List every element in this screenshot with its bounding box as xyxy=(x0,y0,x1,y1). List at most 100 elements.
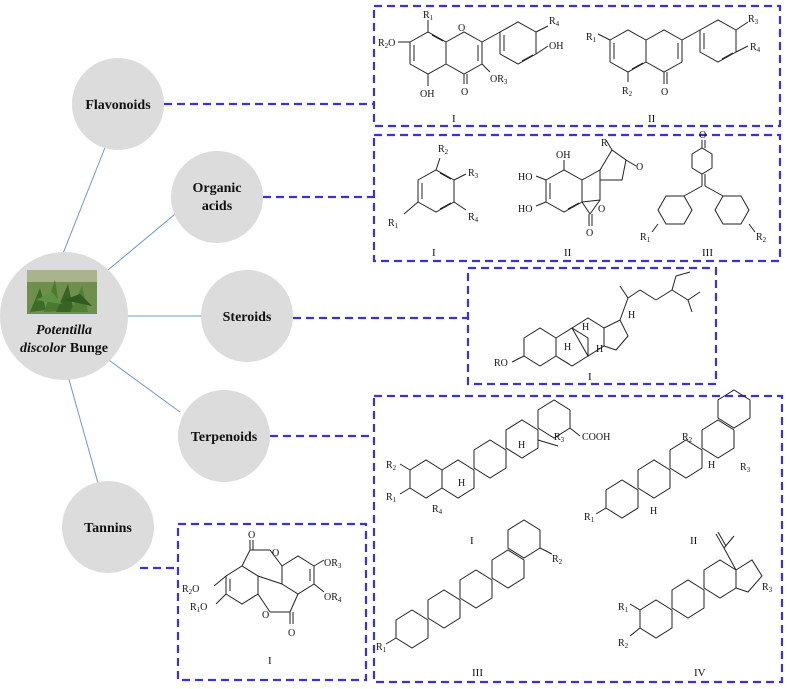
tp2-numeral: II xyxy=(690,535,698,547)
terpenoid-structure-1: R3 R2 R1 R4 H H COOH I xyxy=(386,399,610,547)
oa3-numeral: III xyxy=(702,247,713,259)
fl1-or3: OR3 xyxy=(490,74,508,86)
flavonoids-label: Flavonoids xyxy=(85,98,151,113)
terpenoid-structure-3: R1 R2 III xyxy=(376,519,563,679)
steroids-box xyxy=(466,266,718,386)
fl1-numeral: I xyxy=(452,113,456,125)
tp2-r3: R3 xyxy=(740,462,751,474)
fl1-r1: R1 xyxy=(423,10,434,22)
terpenoids-box xyxy=(372,394,784,684)
tp4-r2: R2 xyxy=(618,638,629,650)
tp4-numeral: IV xyxy=(694,667,706,679)
organic-acid-structure-2: OH HO HO R O O O II xyxy=(518,138,643,259)
branch-organic-acids xyxy=(107,209,181,271)
flavonoid-structure-2: R1 R2 O R3 R4 II xyxy=(586,14,761,125)
center-title-italic: discolor xyxy=(20,341,66,356)
fl2-numeral: II xyxy=(648,113,656,125)
tn-o-carbonyl-top: O xyxy=(248,530,255,541)
tn-r2o: R2O xyxy=(182,584,199,596)
center-title-plain: Bunge xyxy=(70,341,108,356)
tp2-h1: H xyxy=(650,506,657,517)
oa2-numeral: II xyxy=(564,247,572,259)
fl1-oh-right: OH xyxy=(549,41,563,52)
fl2-r4: R4 xyxy=(750,42,761,54)
bubble-terpenoids: Terpenoids xyxy=(178,390,270,482)
tannins-box xyxy=(176,522,368,682)
flavonoid-structure-1: R1 R2O O R4 OH OH O OR3 I xyxy=(378,10,563,125)
terpenoid-structure-2: R2 R3 R1 H H II xyxy=(584,389,751,547)
bubble-tannins: Tannins xyxy=(62,481,154,573)
oa3-o: O xyxy=(699,130,706,141)
tp1-r4: R4 xyxy=(432,504,443,516)
tp4-r1: R1 xyxy=(618,602,629,614)
tp1-r2: R2 xyxy=(386,460,397,472)
st-ro: RO xyxy=(494,358,508,369)
tp4-r3: R3 xyxy=(762,582,773,594)
terpenoid-structure-4: R1 R2 R3 IV xyxy=(618,531,773,679)
fl2-r2: R2 xyxy=(622,86,633,98)
organic-acids-label-1: Organic xyxy=(193,181,242,196)
tp1-r1: R1 xyxy=(386,492,397,504)
oa2-ho-low: HO xyxy=(518,204,532,215)
tp3-numeral: III xyxy=(472,667,483,679)
fl1-ketone: O xyxy=(461,87,468,98)
center-title-2: discolor Bunge xyxy=(20,341,108,356)
oa2-ho-mid: HO xyxy=(518,172,532,183)
fl2-r3: R3 xyxy=(748,14,759,26)
oa2-o-carbonyl: O xyxy=(586,228,593,239)
tn-numeral: I xyxy=(268,655,272,667)
tannin-structure-1: O O O O OR3 OR4 R2O R1O I xyxy=(182,530,342,667)
tn-o-carbonyl-bottom: O xyxy=(288,628,295,639)
tp1-h1: H xyxy=(458,478,465,489)
fl1-oh-bottom: OH xyxy=(420,89,434,100)
tp1-h2: H xyxy=(518,440,525,451)
oa2-r: R xyxy=(601,138,608,149)
flavonoids-box xyxy=(372,4,782,128)
fl1-r4: R4 xyxy=(549,16,560,28)
tp3-r1: R1 xyxy=(376,642,387,654)
bubble-flavonoids: Flavonoids xyxy=(72,58,164,150)
oa1-r2: R2 xyxy=(438,144,449,156)
branch-lines xyxy=(61,139,204,491)
center-bubble: Potentilla discolor Bunge xyxy=(0,252,128,380)
tp1-numeral: I xyxy=(470,535,474,547)
st-h2: H xyxy=(596,344,603,355)
st-h3: H xyxy=(582,322,589,333)
tn-o-ring-bottom: O xyxy=(262,610,269,621)
branch-flavonoids xyxy=(61,139,109,257)
tp2-r2: R2 xyxy=(682,432,693,444)
oa2-o-ring: O xyxy=(598,204,605,215)
organic-acid-structure-3: O R1 R2 III xyxy=(640,130,767,259)
branch-tannins xyxy=(67,375,101,491)
tn-o-ring-top: O xyxy=(272,548,279,559)
oa3-r1: R1 xyxy=(640,232,651,244)
fl2-ketone: O xyxy=(661,87,668,98)
plant-photo-icon xyxy=(27,270,97,314)
organic-acids-label-2: acids xyxy=(202,199,233,214)
steroid-structure-1: RO H H H H I xyxy=(494,271,701,383)
tp2-r1: R1 xyxy=(584,512,595,524)
branch-terpenoids xyxy=(105,357,181,413)
oa2-oh-top: OH xyxy=(556,150,570,161)
oa1-r4: R4 xyxy=(468,212,479,224)
bubble-organic-acids: Organic acids xyxy=(171,151,263,243)
tp2-h2: H xyxy=(708,460,715,471)
steroids-label: Steroids xyxy=(223,310,272,325)
st-numeral: I xyxy=(588,371,592,383)
oa2-o-ketone: O xyxy=(636,162,643,173)
connectors xyxy=(140,102,468,570)
terpenoids-label: Terpenoids xyxy=(191,430,258,445)
fl1-r2o: R2O xyxy=(378,38,395,50)
oa1-r1: R1 xyxy=(388,218,399,230)
st-h4: H xyxy=(628,310,635,321)
tp3-r2: R2 xyxy=(552,554,563,566)
st-h1: H xyxy=(564,342,571,353)
oa3-r2: R2 xyxy=(756,232,767,244)
tn-or4: OR4 xyxy=(324,592,342,604)
center-title-1: Potentilla xyxy=(36,323,92,338)
tp1-cooh: COOH xyxy=(582,432,610,443)
fl2-r1: R1 xyxy=(586,32,597,44)
oa1-numeral: I xyxy=(432,247,436,259)
bubble-steroids: Steroids xyxy=(201,270,293,362)
tn-or3: OR3 xyxy=(324,558,342,570)
